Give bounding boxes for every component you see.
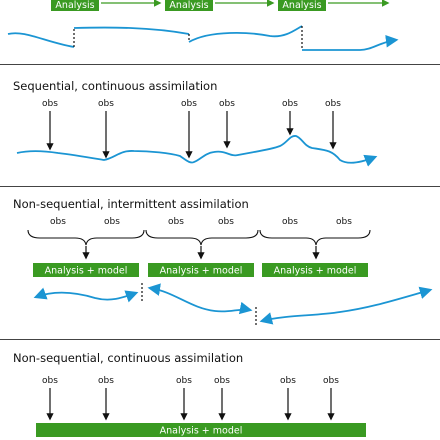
obs-label: obs xyxy=(42,376,58,386)
trajectory-2 xyxy=(73,26,190,35)
analysis-model-wide-box xyxy=(36,423,366,437)
obs-label: obs xyxy=(219,99,235,109)
obs-label: obs xyxy=(280,376,296,386)
obs-label: obs xyxy=(98,376,114,386)
obs-label: obs xyxy=(42,99,58,109)
panel-sequential-continuous: Sequential, continuous assimilation obs … xyxy=(13,79,378,167)
analysis-model-wide-label: Analysis + model xyxy=(160,426,243,437)
panel4-title: Non-sequential, continuous assimilation xyxy=(13,351,243,365)
analysis-label-1: Analysis xyxy=(55,0,94,11)
model-label-3: model xyxy=(343,0,373,3)
analysis-box-2 xyxy=(165,0,213,11)
brace-3 xyxy=(259,229,371,246)
brace-1 xyxy=(27,229,145,246)
obs-label: obs xyxy=(98,99,114,109)
panel-sequential-intermittent: Analysis Analysis Analysis model model m… xyxy=(7,0,399,51)
obs-label: obs xyxy=(104,217,120,227)
obs-label: obs xyxy=(282,217,298,227)
trajectory-segment-1 xyxy=(33,287,139,303)
obs-label: obs xyxy=(181,99,197,109)
analysis-box-3 xyxy=(278,0,326,11)
trajectory-segment-3 xyxy=(259,286,433,325)
model-label-1: model xyxy=(115,0,145,3)
analysis-model-box-1 xyxy=(33,263,139,277)
analysis-label-3: Analysis xyxy=(282,0,321,11)
obs-label: obs xyxy=(176,376,192,386)
trajectory-3 xyxy=(188,25,303,43)
analysis-model-label-1: Analysis + model xyxy=(45,266,128,277)
obs-label: obs xyxy=(50,217,66,227)
obs-label: obs xyxy=(282,99,298,109)
obs-label: obs xyxy=(323,376,339,386)
analysis-label-2: Analysis xyxy=(169,0,208,11)
trajectory-segment-2 xyxy=(147,283,253,315)
brace-2 xyxy=(145,229,259,246)
obs-label: obs xyxy=(336,217,352,227)
trajectory-continuous xyxy=(16,135,378,167)
analysis-model-label-2: Analysis + model xyxy=(160,266,243,277)
trajectory-4 xyxy=(302,35,399,51)
obs-label: obs xyxy=(214,376,230,386)
analysis-model-label-3: Analysis + model xyxy=(274,266,357,277)
obs-label: obs xyxy=(325,99,341,109)
analysis-model-box-3 xyxy=(262,263,368,277)
analysis-box-1 xyxy=(51,0,99,11)
obs-label: obs xyxy=(168,217,184,227)
panel2-title: Sequential, continuous assimilation xyxy=(13,79,217,93)
panel3-title: Non-sequential, intermittent assimilatio… xyxy=(13,197,249,211)
trajectory-1 xyxy=(7,32,75,48)
obs-label: obs xyxy=(218,217,234,227)
analysis-model-box-2 xyxy=(148,263,254,277)
panel-nonsequential-intermittent: Non-sequential, intermittent assimilatio… xyxy=(13,197,433,325)
model-label-2: model xyxy=(229,0,259,3)
panel-nonsequential-continuous: Non-sequential, continuous assimilation … xyxy=(13,351,366,437)
